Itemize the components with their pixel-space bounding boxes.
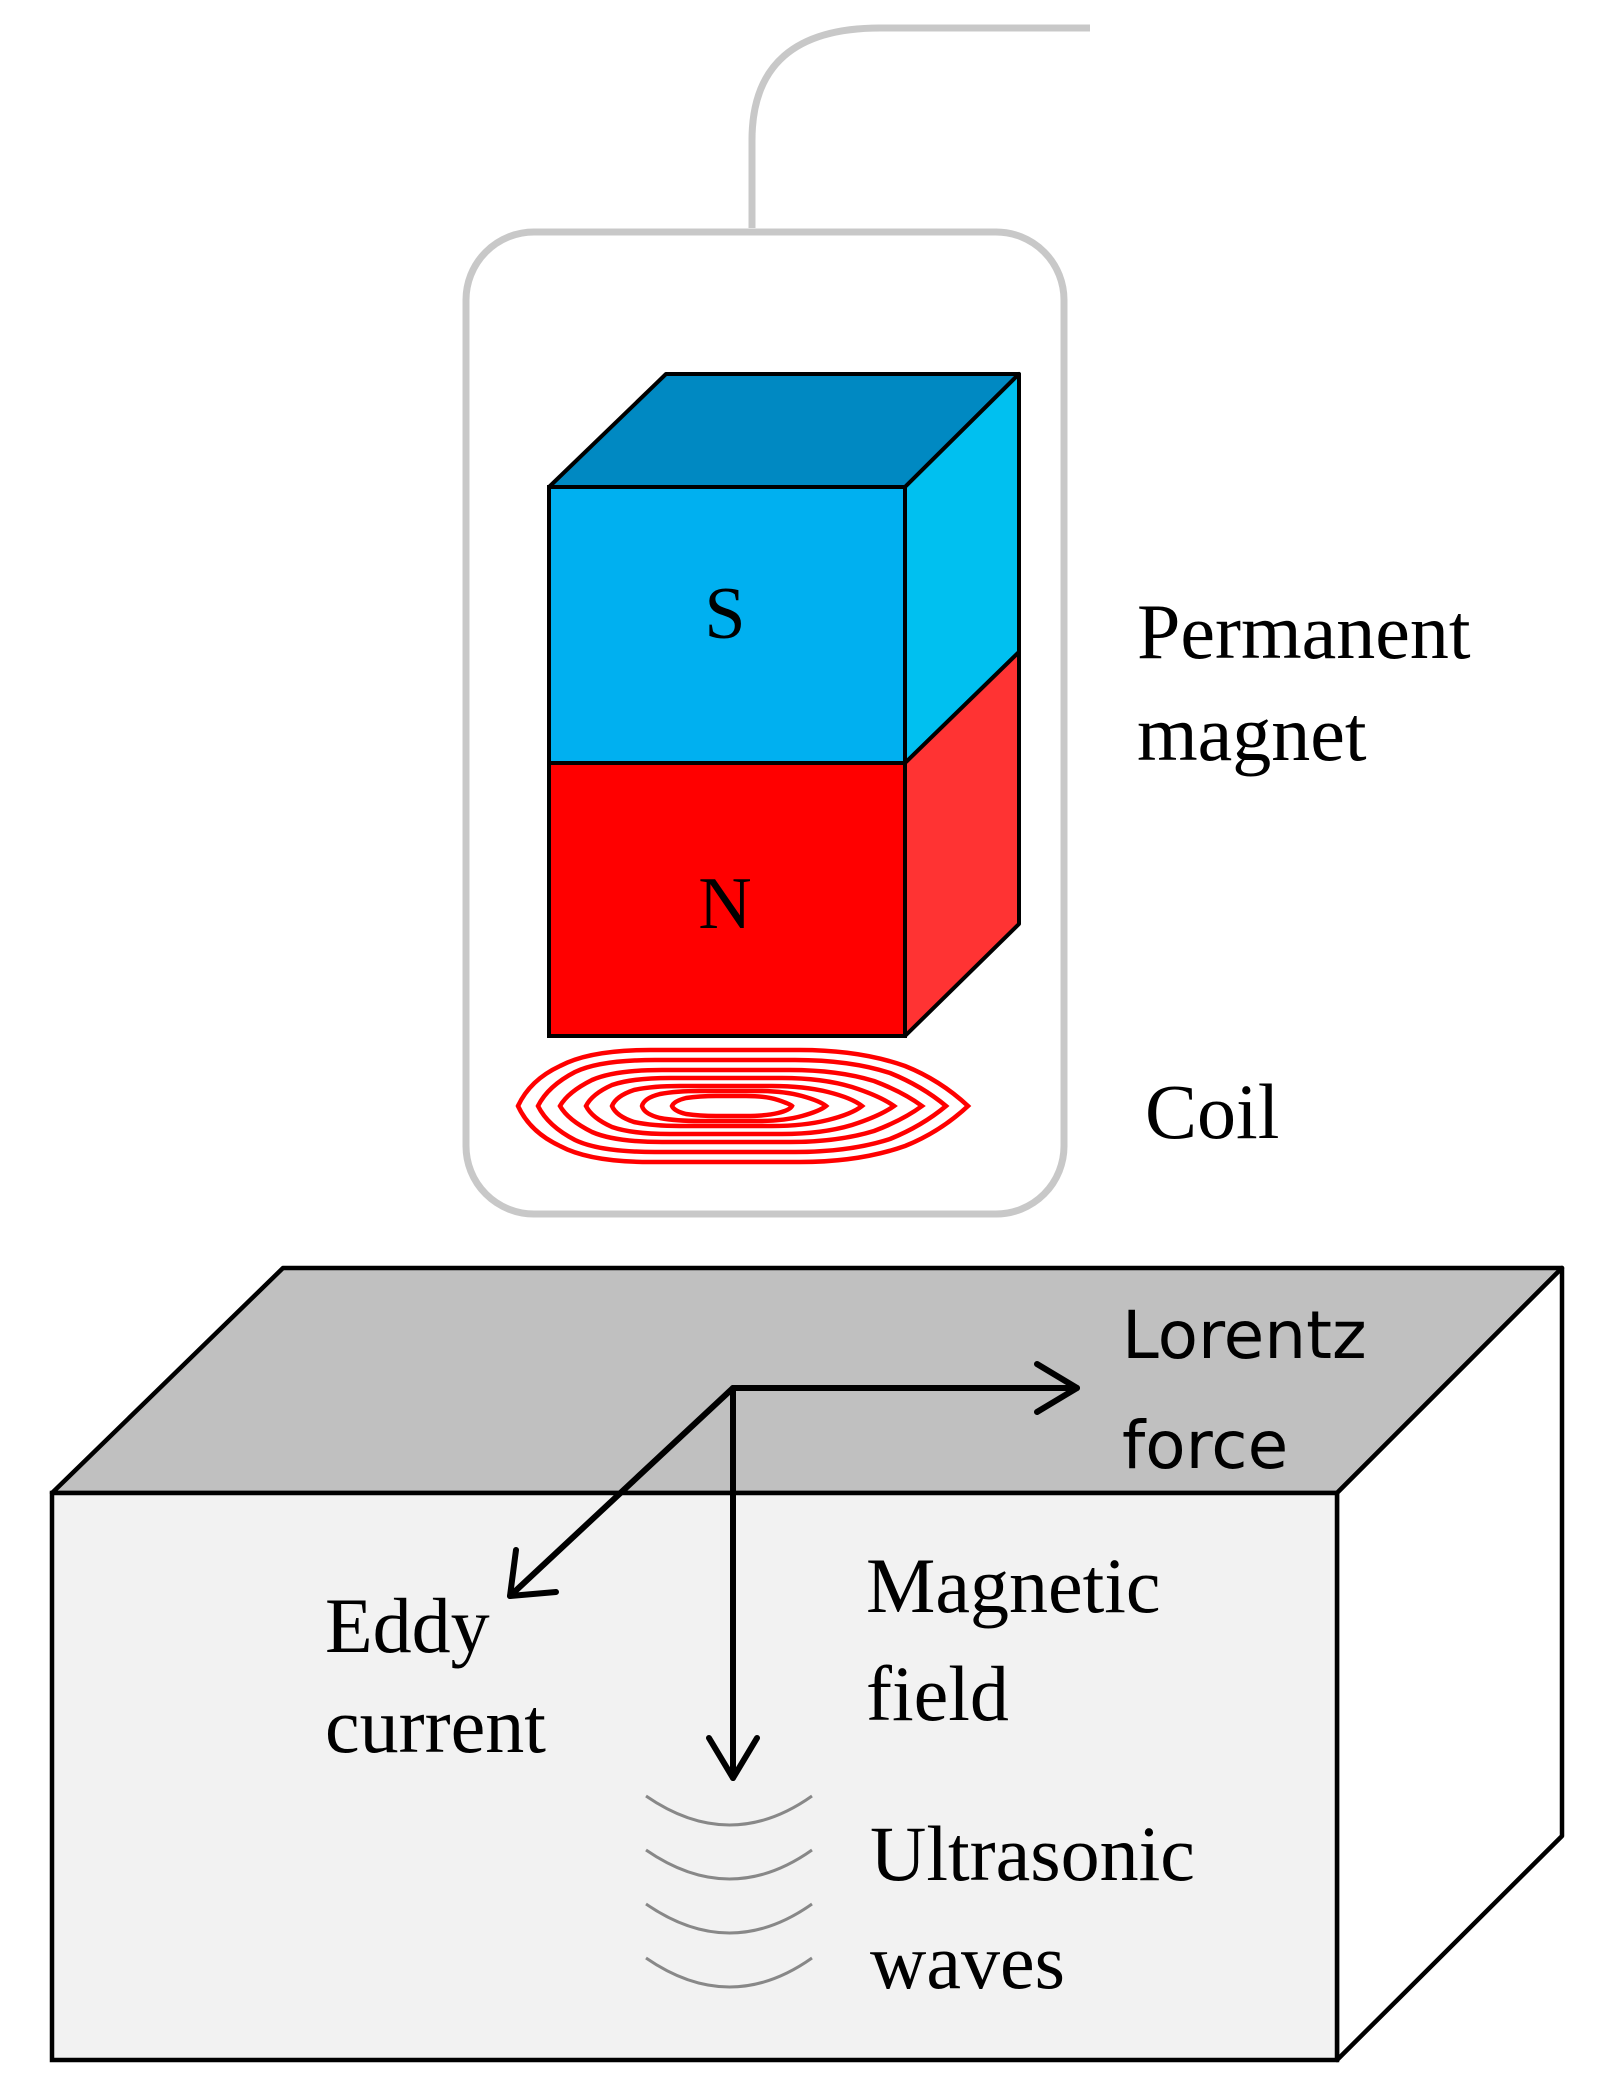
magnet-label-line2: magnet — [1137, 690, 1367, 777]
coil-label: Coil — [1145, 1068, 1279, 1155]
eddy-current-arrow — [507, 1385, 736, 1599]
lorentz-force-arrowhead — [1034, 1361, 1080, 1415]
south-pole-label: S — [704, 573, 745, 655]
lorentz-label-line1: Lorentz — [1122, 1297, 1367, 1374]
north-pole-label: N — [698, 863, 751, 945]
magnetic-label-line1: Magnetic — [866, 1542, 1161, 1629]
magnetic-field-arrowhead — [706, 1735, 760, 1781]
specimen-front-face — [49, 1490, 1340, 2063]
eddy-label-line1: Eddy — [325, 1582, 490, 1669]
ultrasonic-label-line1: Ultrasonic — [870, 1810, 1195, 1897]
eddy-current-arrowhead — [507, 1547, 559, 1599]
magnetic-label-line2: field — [866, 1650, 1009, 1737]
probe-cable — [748, 24, 1090, 228]
magnet-label-line1: Permanent — [1137, 588, 1471, 675]
force-vectors — [507, 1361, 1080, 1781]
coil-icon — [515, 1047, 972, 1165]
lorentz-label-line2: force — [1122, 1407, 1288, 1484]
ultrasonic-waves-icon — [645, 1794, 813, 1989]
ultrasonic-label-line2: waves — [870, 1918, 1065, 2005]
eddy-label-line2: current — [325, 1682, 546, 1769]
north-pole-front-face — [547, 761, 907, 1038]
